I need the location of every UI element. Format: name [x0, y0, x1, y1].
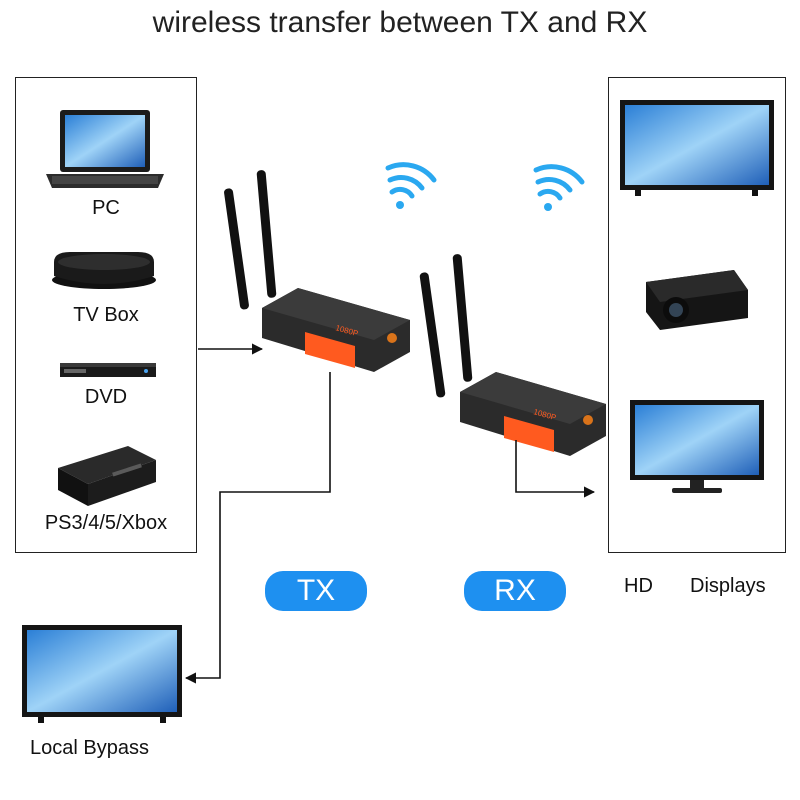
source-label-pc: PC: [92, 197, 120, 219]
diagram-title: wireless transfer between TX and RX: [152, 6, 648, 39]
rx-pill: RX: [464, 571, 566, 611]
rx-antenna-icon: [419, 254, 473, 398]
displays-label: Displays: [690, 575, 766, 597]
tx-device-icon: 1080P: [262, 288, 410, 372]
tx-antenna-icon: [224, 170, 277, 310]
connection-lines: [184, 343, 596, 684]
tv-box-icon: [52, 252, 156, 289]
source-label-console: PS3/4/5/Xbox: [44, 512, 168, 534]
rx-device-icon: 1080P: [460, 372, 606, 456]
projector-icon: [646, 270, 748, 330]
bypass-tv-icon: [22, 625, 182, 723]
monitor-icon: [630, 400, 764, 493]
dvd-player-icon: [60, 363, 156, 377]
laptop-icon: [46, 110, 164, 188]
bypass-label: Local Bypass: [30, 737, 149, 759]
game-console-icon: [58, 446, 156, 506]
hd-label: HD: [624, 575, 653, 597]
wifi-icon: [533, 164, 585, 211]
source-label-dvd: DVD: [84, 386, 128, 408]
tx-pill: TX: [265, 571, 367, 611]
hd-tv-icon: [620, 100, 774, 196]
wifi-icon: [385, 162, 437, 209]
source-label-tv-box: TV Box: [73, 304, 139, 326]
